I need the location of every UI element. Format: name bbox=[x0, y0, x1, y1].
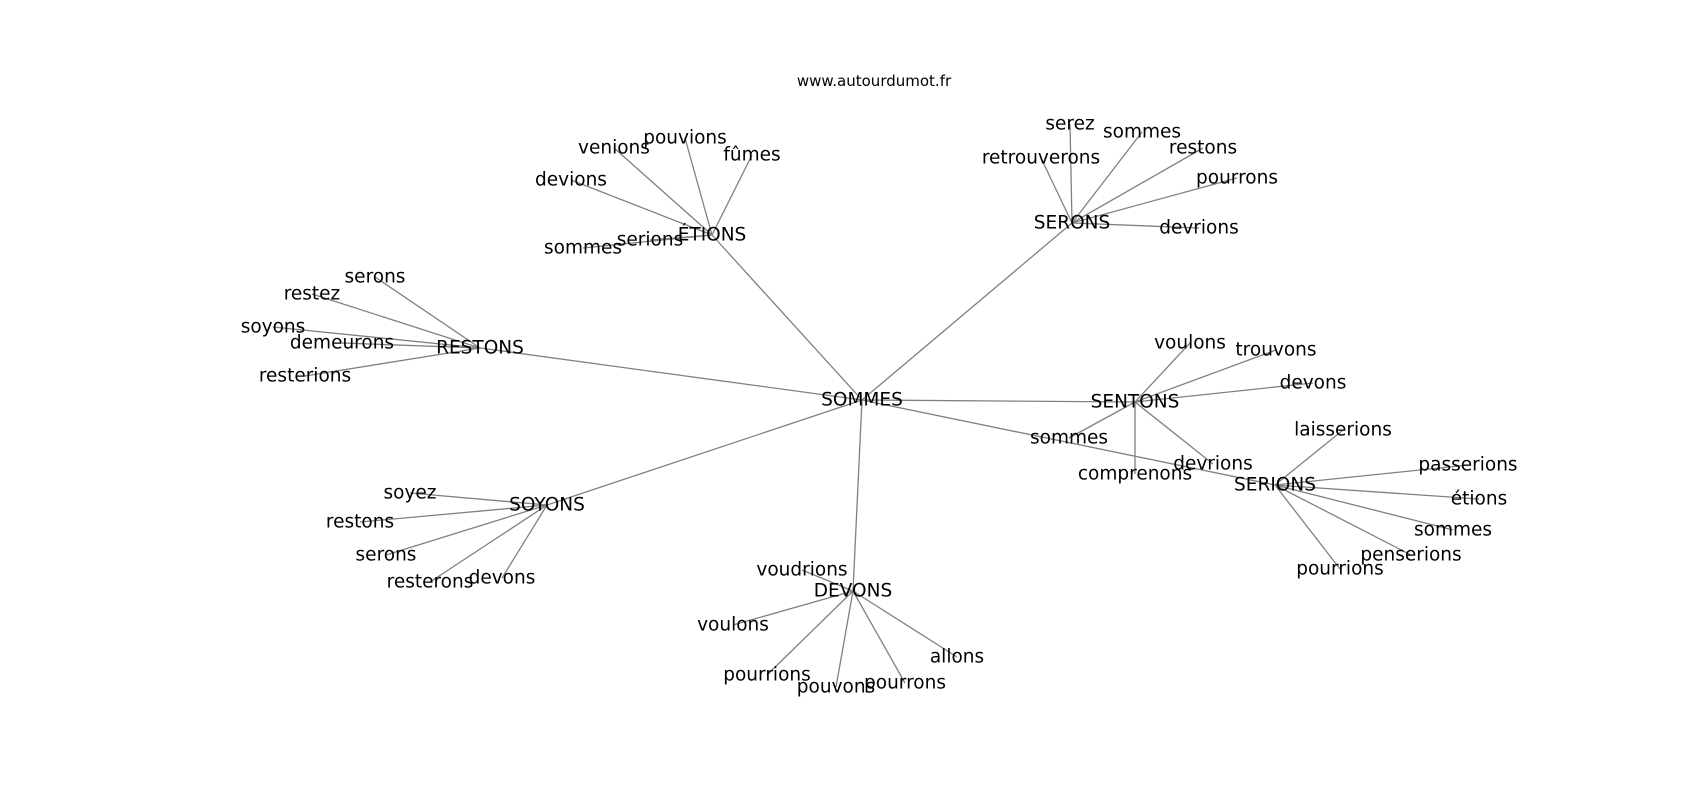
leaf-node: passerions bbox=[1418, 455, 1517, 476]
edge-restons-4 bbox=[304, 347, 481, 377]
edge-sentons-5 bbox=[1134, 401, 1214, 465]
hub-node-serions: SERIONS bbox=[1234, 475, 1316, 496]
leaf-node: resterons bbox=[387, 572, 474, 593]
leaf-node: devrions bbox=[1173, 454, 1253, 475]
leaf-node: pourrions bbox=[723, 665, 811, 686]
edge-serons-3 bbox=[1071, 147, 1204, 224]
edge-etions-0 bbox=[684, 137, 713, 236]
edge-restons-2 bbox=[272, 326, 481, 349]
leaf-node: pourrons bbox=[1196, 168, 1278, 189]
leaf-node: serions bbox=[617, 230, 683, 251]
leaf-node: pouvions bbox=[643, 128, 727, 149]
edge-devons-4 bbox=[852, 590, 906, 684]
edge-restons-3 bbox=[341, 342, 481, 349]
leaf-node: sommes bbox=[1030, 428, 1108, 449]
leaf-node: pouvons bbox=[797, 677, 875, 698]
leaf-node: voudrions bbox=[756, 560, 847, 581]
edge-devons-0 bbox=[801, 569, 854, 592]
leaf-node: devrions bbox=[1159, 218, 1239, 239]
hub-node-sentons: SENTONS bbox=[1091, 392, 1180, 413]
edge-devons-3 bbox=[835, 590, 854, 688]
leaf-node: pourrions bbox=[1296, 559, 1384, 580]
edge-serions-0 bbox=[1274, 429, 1344, 486]
edge-sentons-3 bbox=[1068, 401, 1136, 439]
edge-etions-5 bbox=[582, 234, 713, 249]
edge-center-sentons bbox=[861, 399, 1136, 403]
edge-soyons-4 bbox=[501, 504, 548, 579]
edges-layer bbox=[272, 123, 1480, 688]
leaf-node: trouvons bbox=[1235, 340, 1316, 361]
leaf-node: voulons bbox=[697, 615, 769, 636]
center-node: SOMMES bbox=[821, 390, 903, 411]
leaf-node: serez bbox=[1045, 114, 1094, 135]
edge-serions-4 bbox=[1274, 484, 1412, 556]
leaf-node: restons bbox=[326, 512, 394, 533]
leaf-node: penserions bbox=[1360, 545, 1461, 566]
edge-sentons-2 bbox=[1134, 382, 1314, 403]
leaf-node: devions bbox=[535, 170, 607, 191]
edge-center-etions bbox=[711, 234, 863, 401]
edge-sentons-1 bbox=[1134, 349, 1277, 403]
edge-restons-0 bbox=[374, 276, 481, 349]
hub-node-etions: ÉTIONS bbox=[678, 224, 747, 246]
edge-etions-2 bbox=[711, 154, 753, 236]
leaf-node: étions bbox=[1451, 489, 1507, 510]
leaf-node: venions bbox=[578, 138, 650, 159]
leaf-node: sommes bbox=[1414, 520, 1492, 541]
hub-node-soyons: SOYONS bbox=[509, 495, 585, 516]
leaf-node: pourrons bbox=[864, 673, 946, 694]
edge-serions-2 bbox=[1274, 484, 1480, 500]
edge-serons-0 bbox=[1069, 123, 1073, 224]
leaf-node: soyons bbox=[241, 317, 306, 338]
edge-serions-5 bbox=[1274, 484, 1341, 570]
leaf-node: restez bbox=[284, 284, 341, 305]
hub-node-serons: SERONS bbox=[1034, 213, 1110, 234]
edge-restons-1 bbox=[311, 293, 481, 349]
leaf-node: serons bbox=[356, 545, 417, 566]
edge-serions-1 bbox=[1274, 464, 1469, 486]
edge-devons-5 bbox=[852, 590, 958, 658]
edge-center-serons bbox=[861, 222, 1073, 401]
edge-center-serions bbox=[861, 399, 1276, 486]
edge-center-restons bbox=[479, 347, 863, 401]
leaf-node: voulons bbox=[1154, 333, 1226, 354]
edge-sentons-0 bbox=[1134, 342, 1191, 403]
leaf-node: restons bbox=[1169, 138, 1237, 159]
leaf-node: retrouverons bbox=[982, 148, 1100, 169]
leaf-node: sommes bbox=[544, 238, 622, 259]
leaf-node: serons bbox=[345, 267, 406, 288]
edge-serons-1 bbox=[1071, 131, 1143, 224]
leaf-node: soyez bbox=[384, 483, 437, 504]
hub-node-devons: DEVONS bbox=[814, 581, 892, 602]
edge-serons-4 bbox=[1071, 177, 1238, 224]
edge-soyons-0 bbox=[409, 492, 548, 506]
leaf-node: devons bbox=[1280, 373, 1347, 394]
leaf-node: demeurons bbox=[290, 333, 394, 354]
leaf-node: devons bbox=[469, 568, 536, 589]
edge-serons-2 bbox=[1040, 157, 1073, 224]
edge-center-devons bbox=[852, 399, 863, 592]
edge-etions-1 bbox=[613, 147, 713, 236]
edge-soyons-2 bbox=[385, 504, 548, 556]
leaf-node: sommes bbox=[1103, 122, 1181, 143]
leaf-node: resterions bbox=[259, 366, 351, 387]
edge-soyons-3 bbox=[429, 504, 548, 583]
edge-soyons-1 bbox=[359, 504, 548, 523]
leaf-node: comprenons bbox=[1078, 464, 1192, 485]
site-watermark: www.autourdumot.fr bbox=[796, 72, 952, 90]
edge-center-soyons bbox=[546, 399, 863, 506]
labels-layer: SOMMESRESTONSseronsrestezsoyonsdemeurons… bbox=[241, 114, 1518, 698]
edge-devons-1 bbox=[732, 590, 854, 626]
leaf-node: fûmes bbox=[723, 145, 780, 166]
edge-serions-3 bbox=[1274, 484, 1454, 531]
edge-devons-2 bbox=[766, 590, 854, 676]
leaf-node: laisserions bbox=[1294, 420, 1392, 441]
hub-node-restons: RESTONS bbox=[436, 338, 524, 359]
edge-serons-5 bbox=[1071, 222, 1200, 229]
leaf-node: allons bbox=[930, 647, 984, 668]
edge-etions-3 bbox=[570, 179, 713, 236]
